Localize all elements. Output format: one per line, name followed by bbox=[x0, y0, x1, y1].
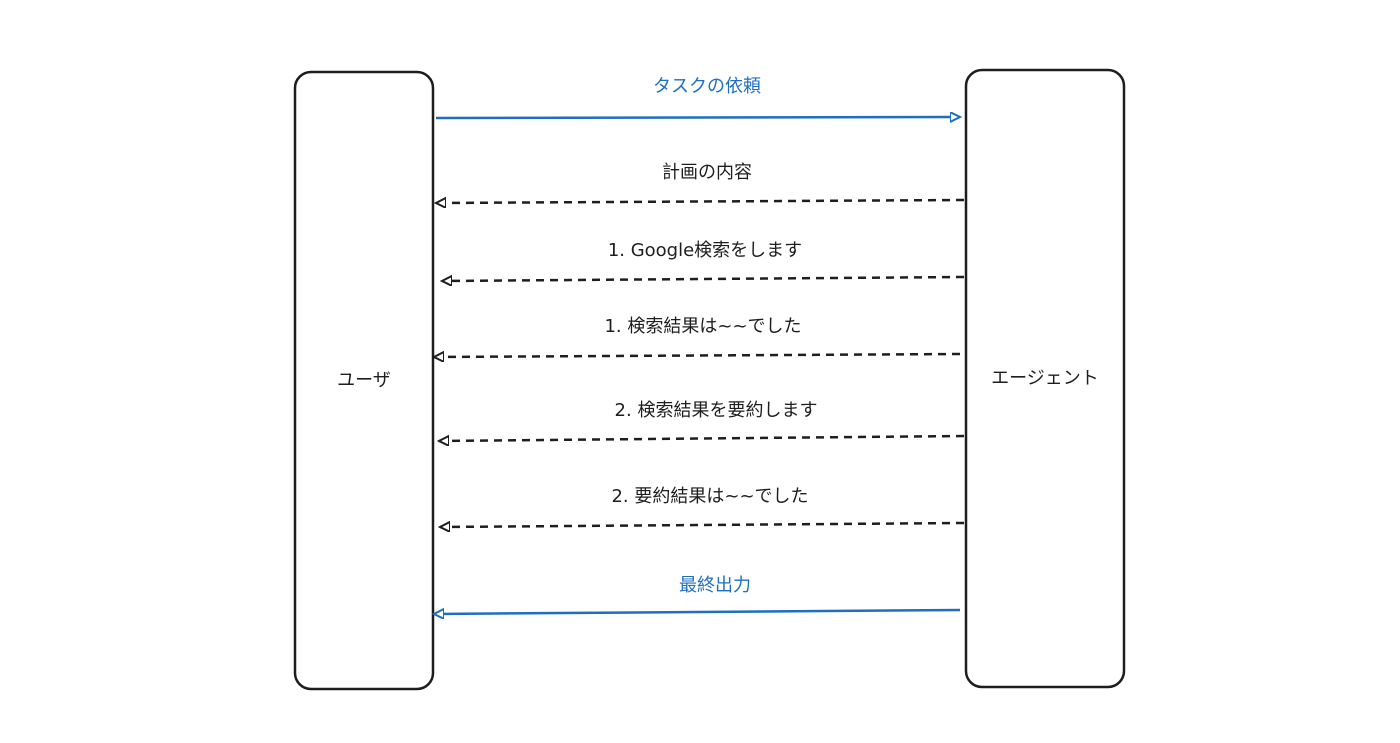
user-actor-label: ユーザ bbox=[337, 370, 391, 391]
message-4: 1. 検索結果は~~でした bbox=[434, 316, 961, 357]
message-arrow bbox=[440, 523, 965, 527]
message-6: 2. 要約結果は~~でした bbox=[440, 486, 965, 527]
message-label: 1. Google検索をします bbox=[608, 240, 802, 261]
agent-actor: エージェント bbox=[964, 68, 1126, 689]
message-label: タスクの依頼 bbox=[653, 76, 761, 97]
message-arrow bbox=[434, 354, 961, 357]
message-label: 2. 検索結果を要約します bbox=[615, 400, 818, 421]
message-label: 最終出力 bbox=[679, 575, 751, 596]
message-label: 2. 要約結果は~~でした bbox=[611, 486, 808, 507]
message-arrow bbox=[436, 200, 965, 203]
message-arrow bbox=[435, 117, 960, 118]
user-actor: ユーザ bbox=[293, 70, 435, 691]
message-3: 1. Google検索をします bbox=[442, 240, 965, 281]
agent-actor-box bbox=[964, 68, 1126, 689]
message-label: 計画の内容 bbox=[662, 162, 752, 183]
message-arrow bbox=[439, 436, 965, 441]
message-7: 最終出力 bbox=[434, 575, 961, 614]
message-arrow bbox=[434, 610, 961, 614]
user-actor-box bbox=[293, 70, 435, 691]
message-arrow bbox=[442, 277, 965, 281]
agent-actor-label: エージェント bbox=[991, 368, 1099, 389]
message-5: 2. 検索結果を要約します bbox=[439, 400, 965, 441]
message-1: タスクの依頼 bbox=[435, 76, 960, 118]
message-2: 計画の内容 bbox=[436, 162, 965, 203]
message-label: 1. 検索結果は~~でした bbox=[604, 316, 801, 337]
